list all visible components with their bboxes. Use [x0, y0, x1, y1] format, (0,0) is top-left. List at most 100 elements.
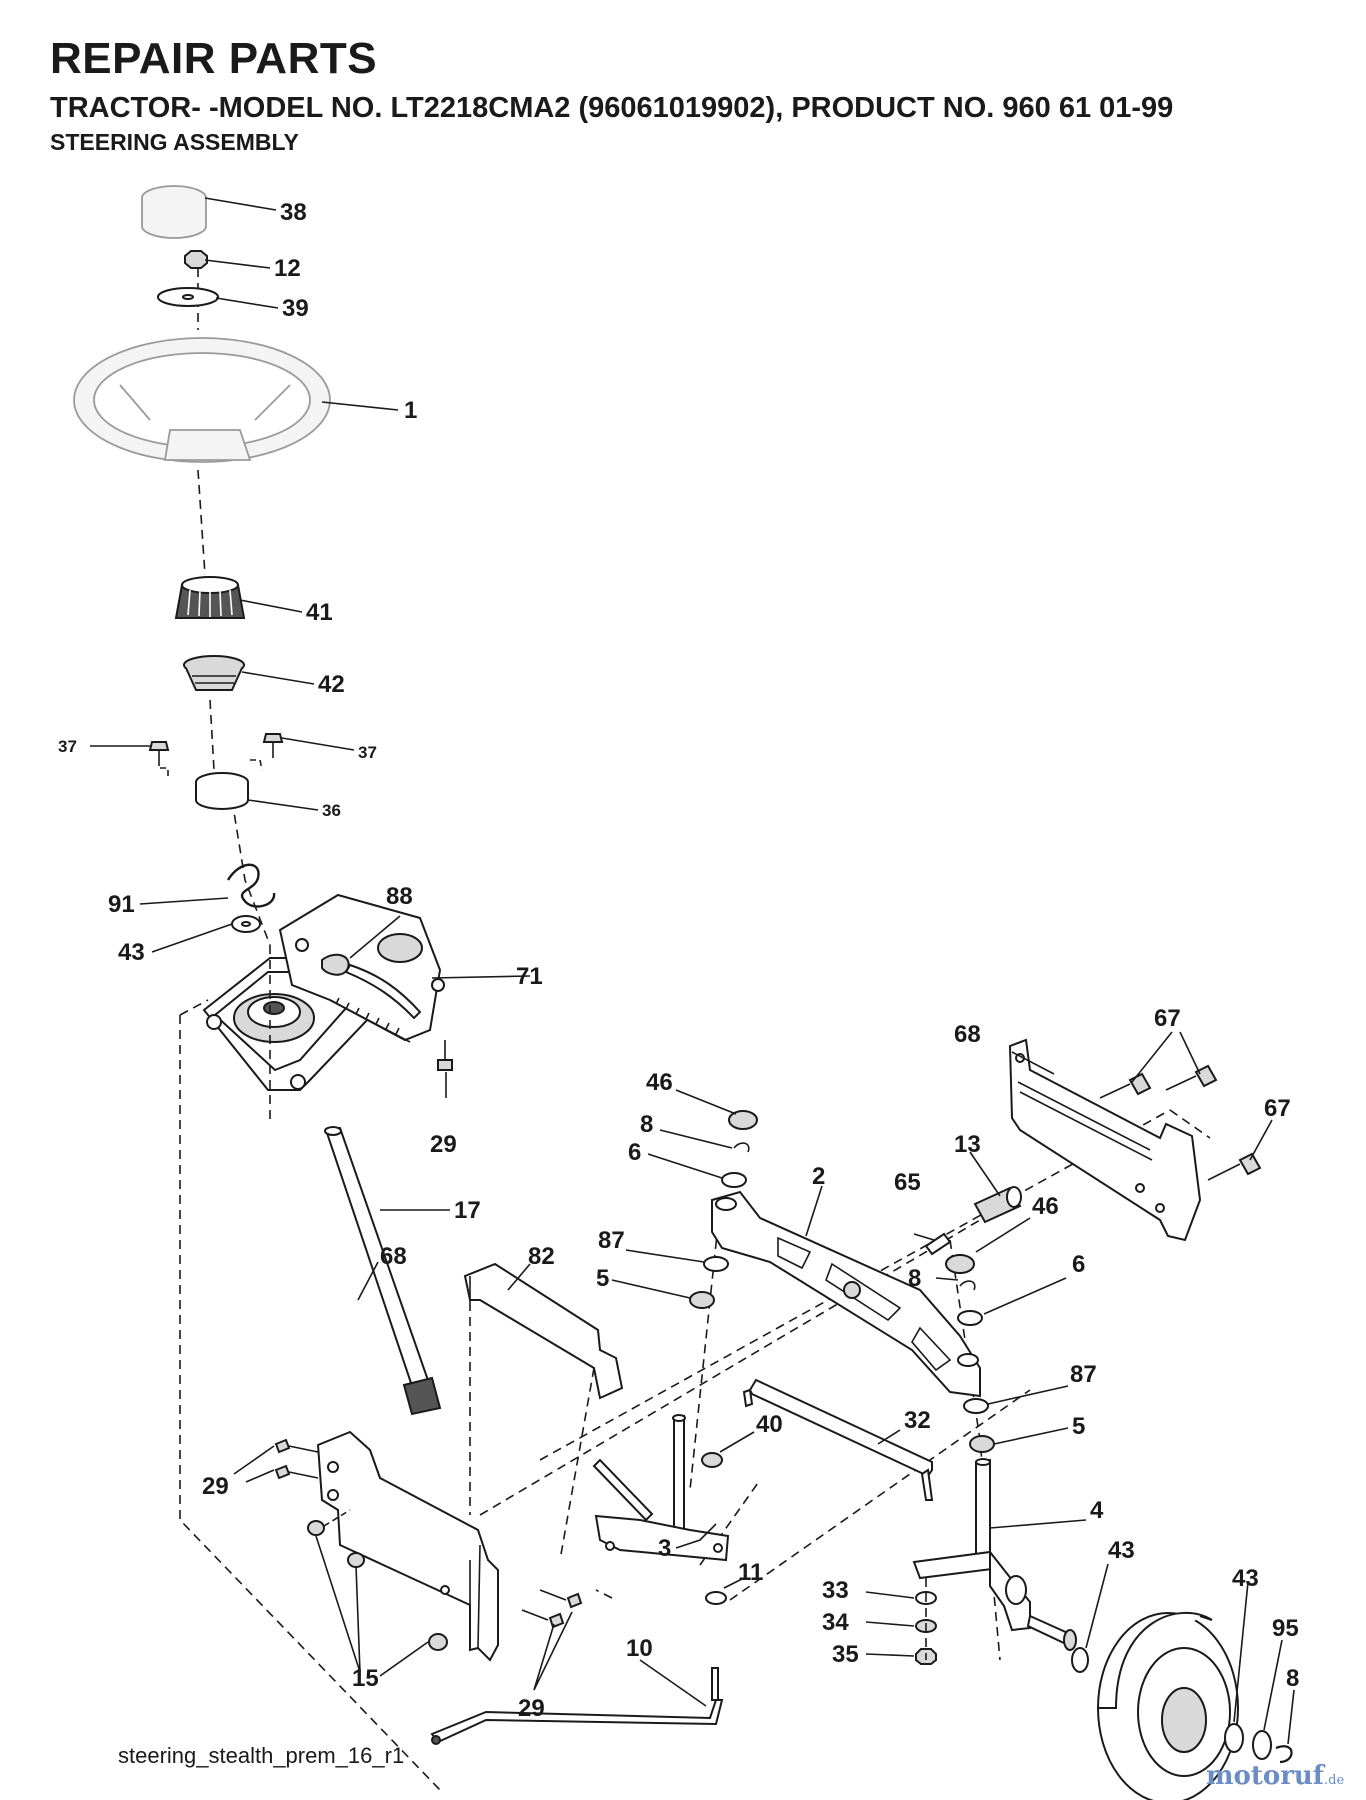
callout-10[interactable]: 10 — [626, 1635, 653, 1662]
part-67-bolt-b[interactable] — [1165, 1064, 1218, 1091]
callout-87-right[interactable]: 87 — [1070, 1361, 1097, 1388]
callout-6-left[interactable]: 6 — [628, 1139, 641, 1166]
callout-43-hub[interactable]: 43 — [1232, 1565, 1259, 1592]
part-37-screw-left[interactable] — [148, 741, 170, 766]
callout-39[interactable]: 39 — [282, 295, 309, 322]
callout-8-right[interactable]: 8 — [908, 1265, 921, 1292]
part-91-hair-pin[interactable] — [226, 863, 276, 908]
callout-29-bottom[interactable]: 29 — [518, 1695, 545, 1722]
callout-71[interactable]: 71 — [516, 963, 543, 990]
part-11-nut[interactable] — [705, 1591, 727, 1605]
part-41-spline-adapter[interactable] — [174, 576, 246, 619]
callout-4[interactable]: 4 — [1090, 1497, 1104, 1524]
part-65-pin[interactable] — [924, 1232, 952, 1256]
part-6-washer-left[interactable] — [721, 1172, 747, 1188]
callout-88[interactable]: 88 — [386, 883, 413, 910]
callout-17[interactable]: 17 — [454, 1197, 481, 1224]
callout-35[interactable]: 35 — [832, 1641, 859, 1668]
callout-13[interactable]: 13 — [954, 1131, 981, 1158]
part-5-bushing-left[interactable] — [689, 1291, 715, 1309]
part-43-washer-right[interactable] — [1071, 1647, 1089, 1673]
callout-15[interactable]: 15 — [352, 1665, 379, 1692]
part-17-steering-shaft[interactable] — [324, 1126, 442, 1416]
part-82-bracket[interactable] — [463, 1262, 624, 1400]
callout-67-top[interactable]: 67 — [1154, 1005, 1181, 1032]
part-29-bolt-bottom-b[interactable] — [521, 1609, 565, 1629]
front-wheel[interactable] — [1097, 1611, 1239, 1800]
part-29-bolt-bottom-a[interactable] — [539, 1589, 583, 1609]
part-87-washer-right[interactable] — [963, 1398, 989, 1414]
part-8-clip-left[interactable] — [733, 1142, 750, 1153]
part-88-shoulder-bolt[interactable] — [321, 953, 422, 1020]
callout-33[interactable]: 33 — [822, 1577, 849, 1604]
callout-3[interactable]: 3 — [658, 1535, 671, 1562]
part-67-bolt-a[interactable] — [1099, 1072, 1152, 1099]
callout-38[interactable]: 38 — [280, 199, 307, 226]
part-40-washer[interactable] — [701, 1452, 723, 1468]
part-95-washer[interactable] — [1252, 1730, 1272, 1760]
callout-91[interactable]: 91 — [108, 891, 135, 918]
callout-8-left[interactable]: 8 — [640, 1111, 653, 1138]
callout-46-right[interactable]: 46 — [1032, 1193, 1059, 1220]
callout-87-left[interactable]: 87 — [598, 1227, 625, 1254]
part-68-axle-plate-left[interactable] — [316, 1430, 499, 1662]
callout-11[interactable]: 11 — [738, 1559, 763, 1586]
part-5-bushing-right[interactable] — [969, 1435, 995, 1453]
part-42-bushing[interactable] — [183, 655, 245, 691]
part-43-washer-hub[interactable] — [1224, 1723, 1244, 1753]
callout-82[interactable]: 82 — [528, 1243, 555, 1270]
callout-65[interactable]: 65 — [894, 1169, 921, 1196]
callout-37-left[interactable]: 37 — [58, 737, 77, 756]
callout-68-right[interactable]: 68 — [954, 1021, 981, 1048]
part-36-column-clamp[interactable] — [160, 759, 263, 810]
part-10-drag-link[interactable] — [430, 1667, 724, 1745]
part-29-bolt-upper[interactable] — [274, 1438, 319, 1454]
part-29-bolt-gear[interactable] — [437, 1040, 453, 1071]
callout-5-right[interactable]: 5 — [1072, 1413, 1085, 1440]
part-43-washer-upper[interactable] — [231, 915, 261, 933]
part-12-nut[interactable] — [184, 250, 208, 269]
part-4-spindle-right[interactable] — [912, 1458, 1077, 1651]
callout-8-hub[interactable]: 8 — [1286, 1665, 1299, 1692]
callout-6-right[interactable]: 6 — [1072, 1251, 1085, 1278]
callout-40[interactable]: 40 — [756, 1411, 783, 1438]
part-8-clip-hub[interactable] — [1275, 1745, 1293, 1764]
part-15-spacer-c[interactable] — [428, 1633, 448, 1651]
part-87-washer-left[interactable] — [703, 1256, 729, 1272]
part-39-washer[interactable] — [157, 287, 219, 307]
callout-2[interactable]: 2 — [812, 1163, 825, 1190]
part-67-bolt-c[interactable] — [1207, 1152, 1262, 1181]
callout-5-left[interactable]: 5 — [596, 1265, 609, 1292]
part-37-screw-right[interactable] — [262, 733, 284, 758]
part-6-washer-right[interactable] — [957, 1310, 983, 1326]
callout-37-right[interactable]: 37 — [358, 743, 377, 762]
part-29-bolt-lower[interactable] — [274, 1464, 319, 1480]
callout-43-upper[interactable]: 43 — [118, 939, 145, 966]
callout-1[interactable]: 1 — [404, 397, 417, 424]
part-2-front-axle[interactable] — [711, 1190, 981, 1398]
part-13-spacer[interactable] — [973, 1186, 1022, 1224]
callout-67-right[interactable]: 67 — [1264, 1095, 1291, 1122]
part-1-steering-wheel[interactable] — [73, 337, 331, 463]
part-8-clip-right[interactable] — [959, 1280, 976, 1291]
callout-29-left[interactable]: 29 — [202, 1473, 229, 1500]
part-38-cap[interactable] — [141, 185, 207, 239]
callout-95[interactable]: 95 — [1272, 1615, 1299, 1642]
callout-41[interactable]: 41 — [306, 599, 333, 626]
callout-43-spindle[interactable]: 43 — [1108, 1537, 1135, 1564]
part-68-axle-plate-right[interactable] — [1008, 1038, 1202, 1242]
callout-36[interactable]: 36 — [322, 801, 341, 820]
callout-34[interactable]: 34 — [822, 1609, 849, 1636]
part-3-spindle-left[interactable] — [592, 1414, 730, 1562]
callout-29-gear[interactable]: 29 — [430, 1131, 457, 1158]
callout-68-left[interactable]: 68 — [380, 1243, 407, 1270]
callout-46-left[interactable]: 46 — [646, 1069, 673, 1096]
callout-12[interactable]: 12 — [274, 255, 301, 282]
part-15-spacer-a[interactable] — [307, 1509, 351, 1536]
part-46-cap-left[interactable] — [728, 1110, 758, 1130]
callout-32[interactable]: 32 — [904, 1407, 931, 1434]
part-46-cap-right[interactable] — [945, 1254, 975, 1274]
part-15-spacer-b[interactable] — [347, 1552, 365, 1568]
part-32-tie-rod[interactable] — [742, 1378, 934, 1501]
callout-42[interactable]: 42 — [318, 671, 345, 698]
